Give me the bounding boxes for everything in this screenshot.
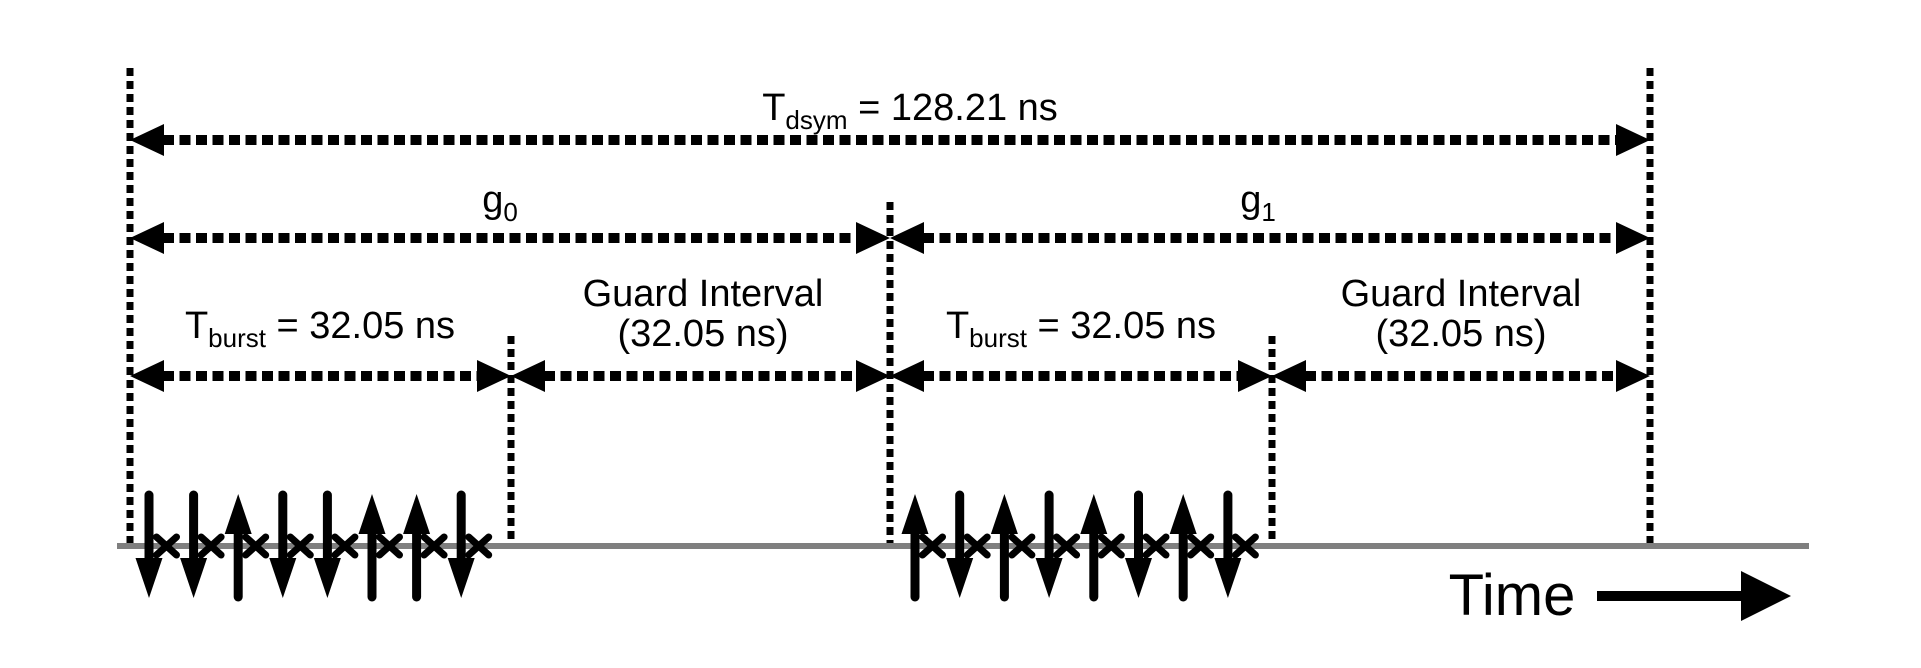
burst1-label: Tburst = 32.05 ns [946, 305, 1216, 353]
x-marker [286, 533, 314, 559]
x-marker [1008, 533, 1036, 559]
pulse-down-arrowhead-icon [269, 558, 297, 598]
burst-1-signal [901, 490, 1259, 602]
pulse-down-arrowhead-icon [1214, 558, 1242, 598]
x-marker [1187, 533, 1215, 559]
g0-label: g0 [482, 179, 518, 227]
burst0-dimension-arrow [130, 360, 511, 392]
arrowhead-right-icon [856, 222, 890, 254]
guard0-label-line2: (32.05 ns) [617, 313, 788, 355]
tdsym-label: Tdsym = 128.21 ns [762, 87, 1058, 135]
pulse-up-arrowhead-icon [224, 494, 252, 534]
x-marker [919, 533, 946, 559]
x-marker [465, 533, 493, 559]
arrowhead-left-icon [890, 360, 924, 392]
guard0-dimension-arrow [511, 360, 890, 392]
guard0-label-line1: Guard Interval [583, 273, 824, 315]
x-marker [1053, 533, 1081, 559]
arrowhead-left-icon [890, 222, 924, 254]
arrowhead-right-icon [1616, 222, 1650, 254]
pulse-up-arrowhead-icon [358, 494, 386, 534]
arrowhead-right-icon [856, 360, 890, 392]
arrowhead-left-icon [1272, 360, 1306, 392]
burst0-label: Tburst = 32.05 ns [185, 305, 455, 353]
pulse-down-arrowhead-icon [1125, 558, 1152, 598]
pulse-down-arrowhead-icon [135, 558, 163, 598]
arrowhead-right-icon [1616, 360, 1650, 392]
g1-dimension-arrow [890, 222, 1650, 254]
x-marker [963, 533, 991, 559]
x-marker [1142, 533, 1170, 559]
burst-0-signal [135, 490, 493, 602]
x-marker [242, 533, 270, 559]
tdsym-dimension-arrow [130, 124, 1650, 156]
pulse-up-arrowhead-icon [901, 494, 929, 534]
x-marker [197, 533, 225, 559]
guard1-dimension-arrow [1272, 360, 1650, 392]
x-marker [153, 533, 180, 559]
g1-label: g1 [1240, 179, 1276, 227]
pulse-down-arrowhead-icon [447, 558, 475, 598]
pulse-down-arrowhead-icon [313, 558, 341, 598]
time-arrow-icon [1597, 571, 1791, 621]
arrowhead-left-icon [130, 360, 164, 392]
pulse-down-arrowhead-icon [180, 558, 208, 598]
arrowhead-right-icon [477, 360, 511, 392]
arrowhead-right-icon [1238, 360, 1272, 392]
guard1-label-line2: (32.05 ns) [1375, 313, 1546, 355]
pulse-up-arrowhead-icon [1080, 494, 1108, 534]
burst1-dimension-arrow [890, 360, 1272, 392]
x-marker [331, 533, 359, 559]
arrowhead-left-icon [511, 360, 545, 392]
pulse-down-arrowhead-icon [946, 558, 974, 598]
arrowhead-left-icon [130, 124, 164, 156]
x-marker [376, 533, 403, 559]
pulse-up-arrowhead-icon [1169, 494, 1197, 534]
x-marker [420, 533, 448, 559]
arrowhead-right-icon [1616, 124, 1650, 156]
time-axis-label: Time [1449, 563, 1576, 628]
pulse-up-arrowhead-icon [403, 494, 431, 534]
g0-dimension-arrow [130, 222, 890, 254]
arrowhead-left-icon [130, 222, 164, 254]
x-marker [1097, 533, 1125, 559]
guard1-label-line1: Guard Interval [1341, 273, 1582, 315]
pulse-down-arrowhead-icon [1035, 558, 1063, 598]
pulse-up-arrowhead-icon [990, 494, 1018, 534]
x-marker [1231, 533, 1259, 559]
